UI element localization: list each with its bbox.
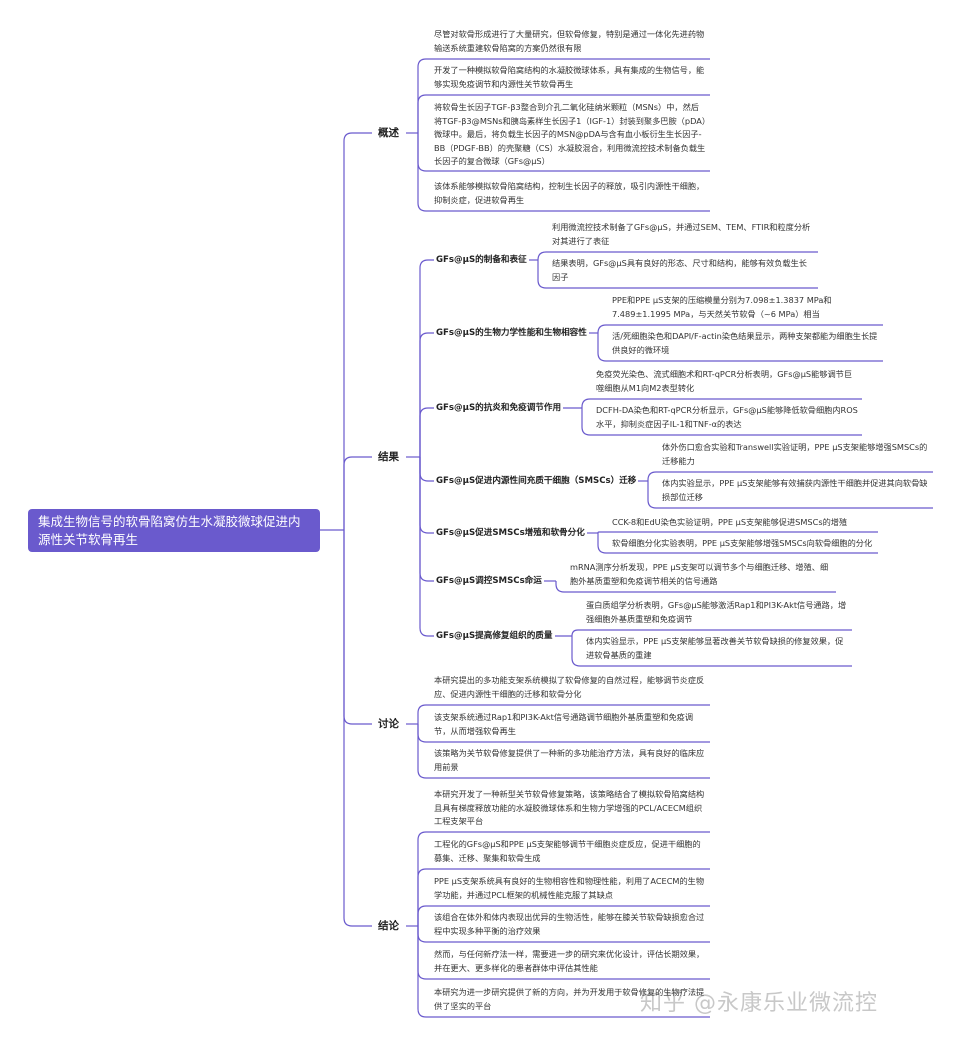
discussion-leaf-0-link xyxy=(417,704,430,724)
results-group-4-item-0[interactable]: CCK-8和EdU染色实验证明，PPE μS支架能够促进SMSCs的增殖 xyxy=(612,517,848,527)
results-group-4-leaf-0-link xyxy=(597,531,608,534)
results-group-1-leaf-1-link xyxy=(597,333,608,362)
results-group-1-item-1[interactable]: 活/死细胞染色和DAPI/F-actin染色结果显示，两种支架都能为细胞生长提供… xyxy=(612,331,878,355)
overview-item-0[interactable]: 尽管对软骨形成进行了大量研究，但软骨修复，特别是通过一体化先进药物输送系统重建软… xyxy=(434,29,705,53)
overview-leaf-3-link xyxy=(417,133,430,212)
conclusion-item-2[interactable]: PPE μS支架系统具有良好的生物相容性和物理性能，利用了ACECM的生物学功能… xyxy=(434,876,705,900)
conclusion-leaf-0-link xyxy=(417,831,430,926)
discussion-item-1[interactable]: 该支架系统通过Rap1和PI3K-Akt信号通路调节细胞外基质重塑和免疫调节，从… xyxy=(434,712,694,736)
root-topic-label: 集成生物信号的软骨陷窝仿生水凝胶微球促进内源性关节软骨再生 xyxy=(38,513,301,547)
results-group-3-leaf-1-link xyxy=(647,481,658,509)
results-group-4-item-1[interactable]: 软骨细胞分化实验表明，PPE μS支架能够增强SMSCs向软骨细胞的分化 xyxy=(612,538,873,548)
results-group-6-item-0[interactable]: 蛋白质组学分析表明，GFs@μS能够激活Rap1和PI3K-Akt信号通路，增强… xyxy=(586,600,847,624)
conclusion-item-3[interactable]: 该组合在体外和体内表现出优异的生物活性，能够在膝关节软骨缺损愈合过程中实现多种平… xyxy=(434,912,705,936)
results-group-3-item-0[interactable]: 体外伤口愈合实验和Transwell实验证明，PPE μS支架能够增强SMSCs… xyxy=(662,442,928,466)
results-group-5-leaf-0-link xyxy=(555,581,566,593)
results-group-5-item-0[interactable]: mRNA测序分析发现，PPE μS支架可以调节多个与细胞迁移、增殖、细胞外基质重… xyxy=(570,562,829,586)
results-group-0-item-1[interactable]: 结果表明，GFs@μS具有良好的形态、尺寸和结构，能够有效负载生长因子 xyxy=(552,258,807,282)
results-group-6-leaf-0-link xyxy=(571,629,582,637)
results-group-4-leaf-1-link xyxy=(597,533,608,554)
overview-leaf-1-link xyxy=(417,94,430,133)
overview-leaf-2-link xyxy=(417,133,430,172)
results-group-2-link xyxy=(419,407,434,457)
results-group-6-link xyxy=(419,457,434,637)
section-overview-link xyxy=(343,132,372,530)
results-group-3-item-1[interactable]: 体内实验显示，PPE μS支架能够有效捕获内源性干细胞并促进其向软骨缺损部位迁移 xyxy=(662,478,928,502)
section-discussion-link xyxy=(343,530,372,725)
results-group-3-link xyxy=(419,457,434,482)
results-group-0-link xyxy=(419,259,434,457)
discussion-item-2[interactable]: 该策略为关节软骨修复提供了一种新的多功能治疗方法，具有良好的临床应用前景 xyxy=(434,748,705,772)
section-overview-label[interactable]: 概述 xyxy=(372,123,405,143)
results-group-2-item-1[interactable]: DCFH-DA染色和RT-qPCR分析显示，GFs@μS能够降低软骨细胞内ROS… xyxy=(596,405,858,429)
conclusion-leaf-1-link xyxy=(417,868,430,926)
discussion-leaf-2-link xyxy=(417,724,430,779)
section-discussion-label[interactable]: 讨论 xyxy=(372,714,405,734)
results-group-2-leaf-1-link xyxy=(581,408,592,436)
discussion-leaf-1-link xyxy=(417,724,430,743)
results-group-6-item-1[interactable]: 体内实验显示，PPE μS支架能够显著改善关节软骨缺损的修复效果，促进软骨基质的… xyxy=(586,636,844,660)
section-conclusion-link xyxy=(343,530,372,927)
conclusion-leaf-2-link xyxy=(417,905,430,926)
results-group-5-link xyxy=(419,457,434,582)
results-group-3-label[interactable]: GFs@μS促进内源性间充质干细胞（SMSCs）迁移 xyxy=(434,475,639,487)
results-group-2-label[interactable]: GFs@μS的抗炎和免疫调节作用 xyxy=(434,402,564,414)
results-group-2-leaf-0-link xyxy=(581,398,592,408)
section-conclusion-label[interactable]: 结论 xyxy=(372,916,405,936)
section-results-link xyxy=(343,456,372,530)
discussion-item-0[interactable]: 本研究提出的多功能支架系统模拟了软骨修复的自然过程，能够调节炎症反应、促进内源性… xyxy=(434,675,705,699)
conclusion-leaf-5-link xyxy=(417,926,430,1018)
results-group-6-label[interactable]: GFs@μS提高修复组织的质量 xyxy=(434,630,555,642)
results-group-5-label[interactable]: GFs@μS调控SMSCs命运 xyxy=(434,575,544,587)
overview-item-2[interactable]: 将软骨生长因子TGF-β3整合到介孔二氧化硅纳米颗粒（MSNs）中，然后将TGF… xyxy=(434,102,706,166)
root-topic[interactable]: 集成生物信号的软骨陷窝仿生水凝胶微球促进内源性关节软骨再生 xyxy=(28,509,320,552)
overview-item-3[interactable]: 该体系能够模拟软骨陷窝结构，控制生长因子的释放，吸引内源性干细胞，抑制炎症，促进… xyxy=(434,181,705,205)
conclusion-leaf-3-link xyxy=(417,926,430,943)
conclusion-item-5[interactable]: 本研究为进一步研究提供了新的方向，并为开发用于软骨修复的生物疗法提供了坚实的平台 xyxy=(434,987,705,1011)
results-group-4-label[interactable]: GFs@μS促进SMSCs增殖和软骨分化 xyxy=(434,527,587,539)
results-group-6-leaf-1-link xyxy=(571,636,582,667)
results-group-0-item-0[interactable]: 利用微流控技术制备了GFs@μS，并通过SEM、TEM、FTIR和粒度分析对其进… xyxy=(552,222,811,246)
results-group-0-leaf-1-link xyxy=(537,260,548,289)
results-group-0-label[interactable]: GFs@μS的制备和表征 xyxy=(434,254,529,266)
results-group-1-link xyxy=(419,332,434,457)
results-group-1-item-0[interactable]: PPE和PPE μS支架的压缩模量分别为7.098±1.3837 MPa和7.4… xyxy=(612,295,832,319)
overview-leaf-0-link xyxy=(417,58,430,133)
overview-item-1[interactable]: 开发了一种模拟软骨陷窝结构的水凝胶微球体系，具有集成的生物信号，能够实现免疫调节… xyxy=(434,65,705,89)
results-group-4-link xyxy=(419,457,434,534)
results-group-0-leaf-0-link xyxy=(537,251,548,261)
results-group-2-item-0[interactable]: 免疫荧光染色、流式细胞术和RT-qPCR分析表明，GFs@μS能够调节巨噬细胞从… xyxy=(596,369,853,393)
conclusion-item-0[interactable]: 本研究开发了一种新型关节软骨修复策略，该策略结合了模拟软骨陷窝结构且具有梯度释放… xyxy=(434,789,705,826)
conclusion-leaf-4-link xyxy=(417,926,430,980)
results-group-3-leaf-0-link xyxy=(647,471,658,481)
results-group-1-leaf-0-link xyxy=(597,324,608,334)
section-results-label[interactable]: 结果 xyxy=(372,447,405,467)
results-group-1-label[interactable]: GFs@μS的生物力学性能和生物相容性 xyxy=(434,327,589,339)
conclusion-item-1[interactable]: 工程化的GFs@μS和PPE μS支架能够调节干细胞炎症反应，促进干细胞的募集、… xyxy=(434,839,701,863)
watermark: 知乎 @永康乐业微流控 xyxy=(640,991,878,1016)
conclusion-item-4[interactable]: 然而，与任何新疗法一样，需要进一步的研究来优化设计，评估长期效果，并在更大、更多… xyxy=(434,949,705,973)
